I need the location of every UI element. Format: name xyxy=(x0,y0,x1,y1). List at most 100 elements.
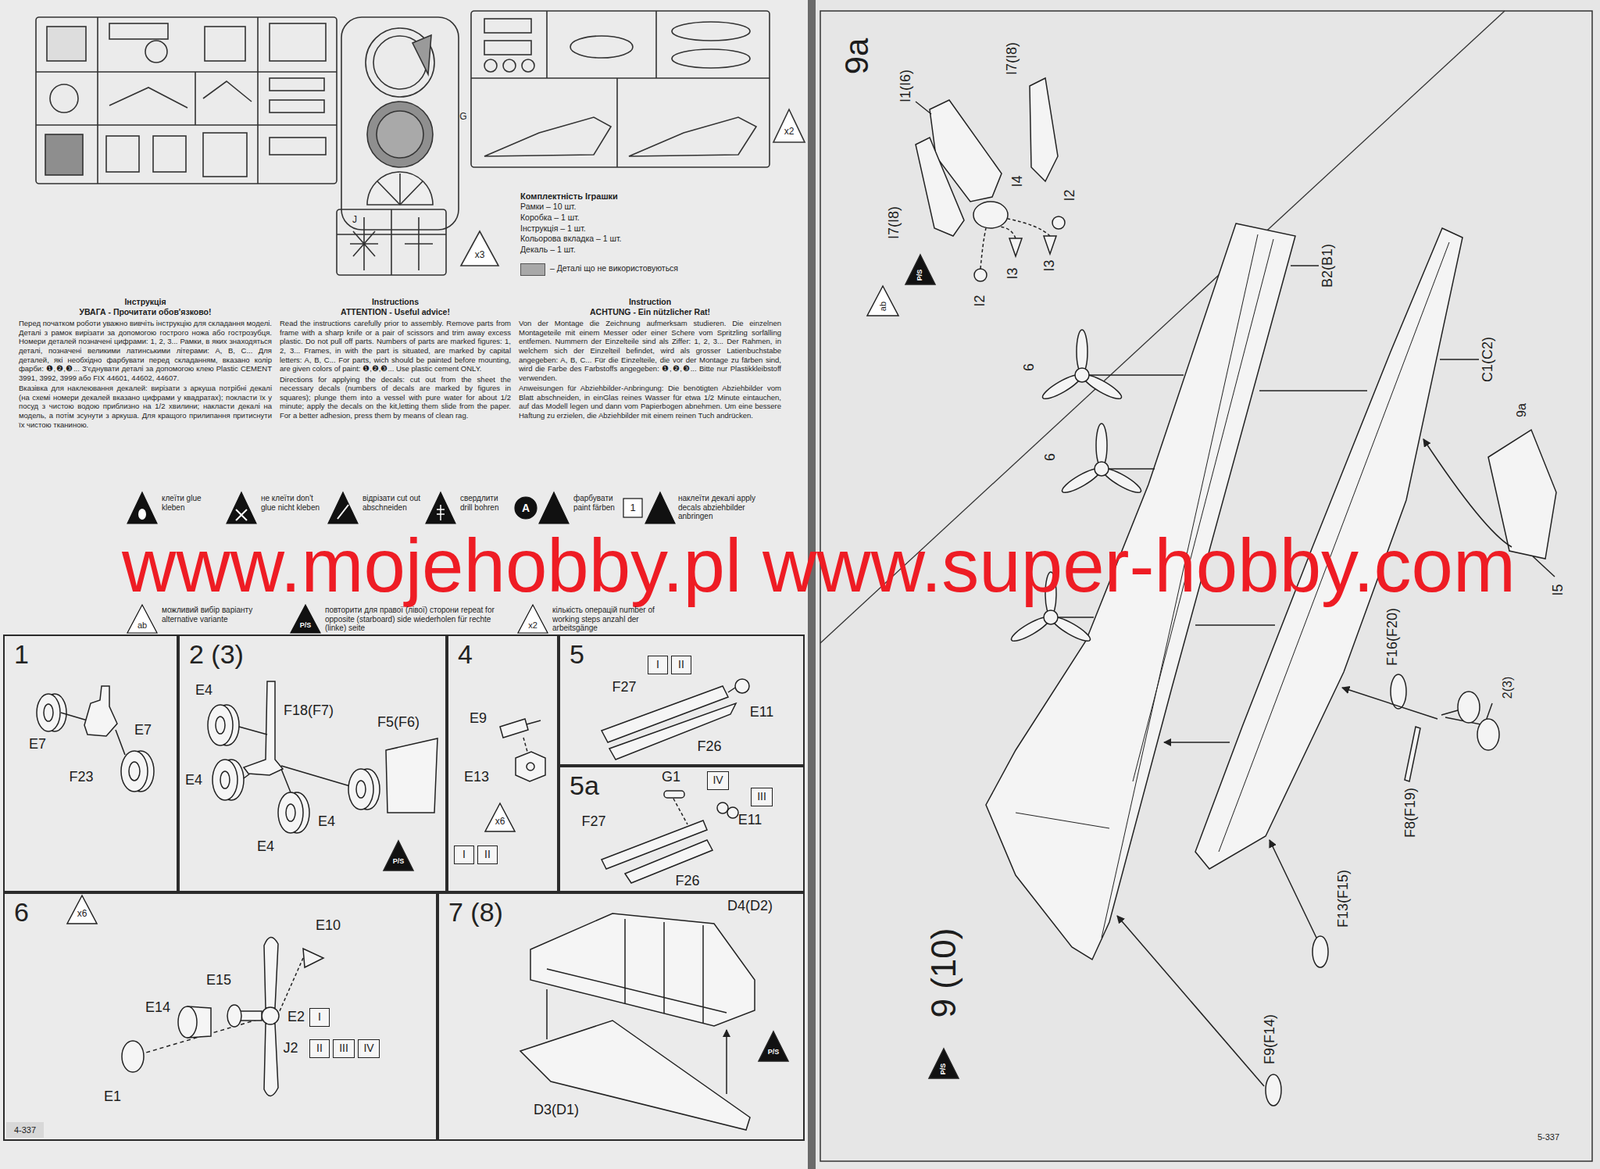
part-label: ATTENTION - Useful advice! xyxy=(279,307,511,318)
part-label: F26 xyxy=(696,739,722,755)
step-drawing-part xyxy=(546,989,727,1094)
step-drawing-part xyxy=(526,762,535,771)
legend-text: відрізати cut out abschneiden xyxy=(362,493,422,512)
step-drawing-part xyxy=(609,703,736,760)
label-anchor: E2 xyxy=(287,1009,305,1025)
step-drawing-part xyxy=(728,687,736,693)
part-label: E7 xyxy=(134,722,152,739)
label-anchor: 9a xyxy=(839,38,875,75)
label-anchor: www.mojehobby.pl www.super-hobby.com xyxy=(121,524,1516,608)
label-anchor: P/S xyxy=(300,621,312,630)
legend-entry: фарбувати paint färben xyxy=(573,493,622,512)
step-drawing-part xyxy=(43,703,54,722)
label-anchor: F5(F6) xyxy=(377,714,420,731)
part-label: G xyxy=(459,111,467,122)
label-anchor: E4 xyxy=(257,839,275,855)
step-drawing-part xyxy=(383,840,414,871)
wing-assembly-part xyxy=(1269,839,1317,938)
label-anchor: 4-337 xyxy=(14,1125,36,1135)
legend-entry: клеїти glue kleben xyxy=(161,493,217,512)
sprue-frame-part xyxy=(269,100,325,113)
step-drawing-part xyxy=(220,771,230,789)
label-anchor: 5-337 xyxy=(1537,1132,1560,1142)
sprue-frame-part xyxy=(109,87,188,108)
part-label: E4 xyxy=(195,682,213,699)
step-panel: 4III xyxy=(446,634,559,893)
step-drawing-part xyxy=(84,685,118,736)
sprue-frame-part xyxy=(671,21,750,41)
legend-symbol-part xyxy=(127,604,158,633)
part-label: ab xyxy=(137,620,147,630)
step-drawing-part xyxy=(278,792,304,833)
part-label: D3(D1) xyxy=(533,1102,579,1118)
legend-entry: повторити для правої (лівої) сторони rep… xyxy=(325,605,509,633)
option-box: IV xyxy=(357,1039,380,1058)
sprue-frame-part xyxy=(484,117,611,157)
label-anchor: x3 xyxy=(475,250,486,261)
text-column: ІнструкціяУВАГА - Прочитати обов'язково!… xyxy=(18,296,272,429)
sprue-frame-part xyxy=(50,84,79,113)
kit-contents: Комплектність Іграшки xyxy=(520,190,732,202)
part-label: F26 xyxy=(675,873,700,890)
label-anchor: E4 xyxy=(317,814,336,830)
wing-assembly-part-part xyxy=(1094,461,1109,476)
label-anchor: D4(D2) xyxy=(727,898,773,915)
part-label: E11 xyxy=(750,704,775,721)
option-numeral: I xyxy=(656,656,660,673)
label-anchor: E13 xyxy=(464,769,490,786)
sprue-frame-part xyxy=(460,231,499,266)
part-label: I4 xyxy=(1010,175,1026,187)
instruction-paragraph: Directions for applying the decals: cut … xyxy=(279,375,511,421)
wing-assembly-part xyxy=(928,1048,959,1079)
wing-assembly-part xyxy=(905,254,936,285)
sprue-frame-part xyxy=(45,134,83,175)
part-label: УВАГА - Прочитати обов'язково! xyxy=(18,307,272,318)
step-drawing-part xyxy=(356,780,366,798)
wing-assembly-part xyxy=(867,285,899,316)
sprue-frame-part xyxy=(484,18,532,33)
label-anchor: F9(F14) xyxy=(1262,1014,1279,1065)
option-box: II xyxy=(309,1039,330,1058)
label-anchor: 6 xyxy=(1021,363,1038,372)
sprue-frame-part xyxy=(203,81,252,102)
kit-contents: Коробка – 1 шт. xyxy=(520,212,732,224)
step-number: 2 (3) xyxy=(179,635,446,668)
label-anchor: F18(F7) xyxy=(283,703,334,719)
step-drawing-part xyxy=(6,1121,44,1138)
step-drawing-part xyxy=(207,704,233,746)
part-label: I5 xyxy=(1550,583,1567,596)
wing-assembly-part xyxy=(980,218,1050,269)
legend-symbol-part xyxy=(290,604,321,633)
option-numeral: I xyxy=(462,846,466,863)
text-column: InstructionsATTENTION - Useful advice!Re… xyxy=(279,296,511,421)
sprue-frame-part xyxy=(145,40,168,63)
legend-text: повторити для правої (лівої) сторони rep… xyxy=(325,605,509,633)
step-number: 7 (8) xyxy=(439,893,804,925)
part-label: F18(F7) xyxy=(283,703,334,719)
option-box: III xyxy=(750,787,773,807)
label-anchor: P/S xyxy=(392,857,405,866)
sprue-frame-part xyxy=(570,35,633,58)
option-box: IV xyxy=(707,771,729,790)
label-anchor: P/S xyxy=(916,269,925,282)
step-number: 1 xyxy=(4,635,177,668)
step-drawing-part xyxy=(727,807,739,818)
wing-assembly-part xyxy=(1052,216,1065,229)
part-label: I2 xyxy=(972,294,989,307)
part-label: 4-337 xyxy=(14,1125,36,1135)
label-anchor: E10 xyxy=(315,917,341,934)
label-anchor: 1 xyxy=(629,502,636,514)
legend-symbol-part xyxy=(539,492,569,524)
step-drawing-part xyxy=(278,957,304,1013)
part-label: E10 xyxy=(315,917,341,934)
label-anchor: E15 xyxy=(206,972,232,989)
label-anchor: x6 xyxy=(495,816,506,827)
sprue-frame-part xyxy=(46,26,86,61)
wing-assembly-part xyxy=(1312,935,1329,968)
label-anchor: A xyxy=(521,502,530,515)
wing-assembly-part-part xyxy=(1076,329,1088,374)
text-column: Комплектність ІграшкиРамки – 10 шт.Короб… xyxy=(520,190,732,256)
label-anchor: F27 xyxy=(581,814,606,830)
sprue-frame-part xyxy=(269,137,326,155)
